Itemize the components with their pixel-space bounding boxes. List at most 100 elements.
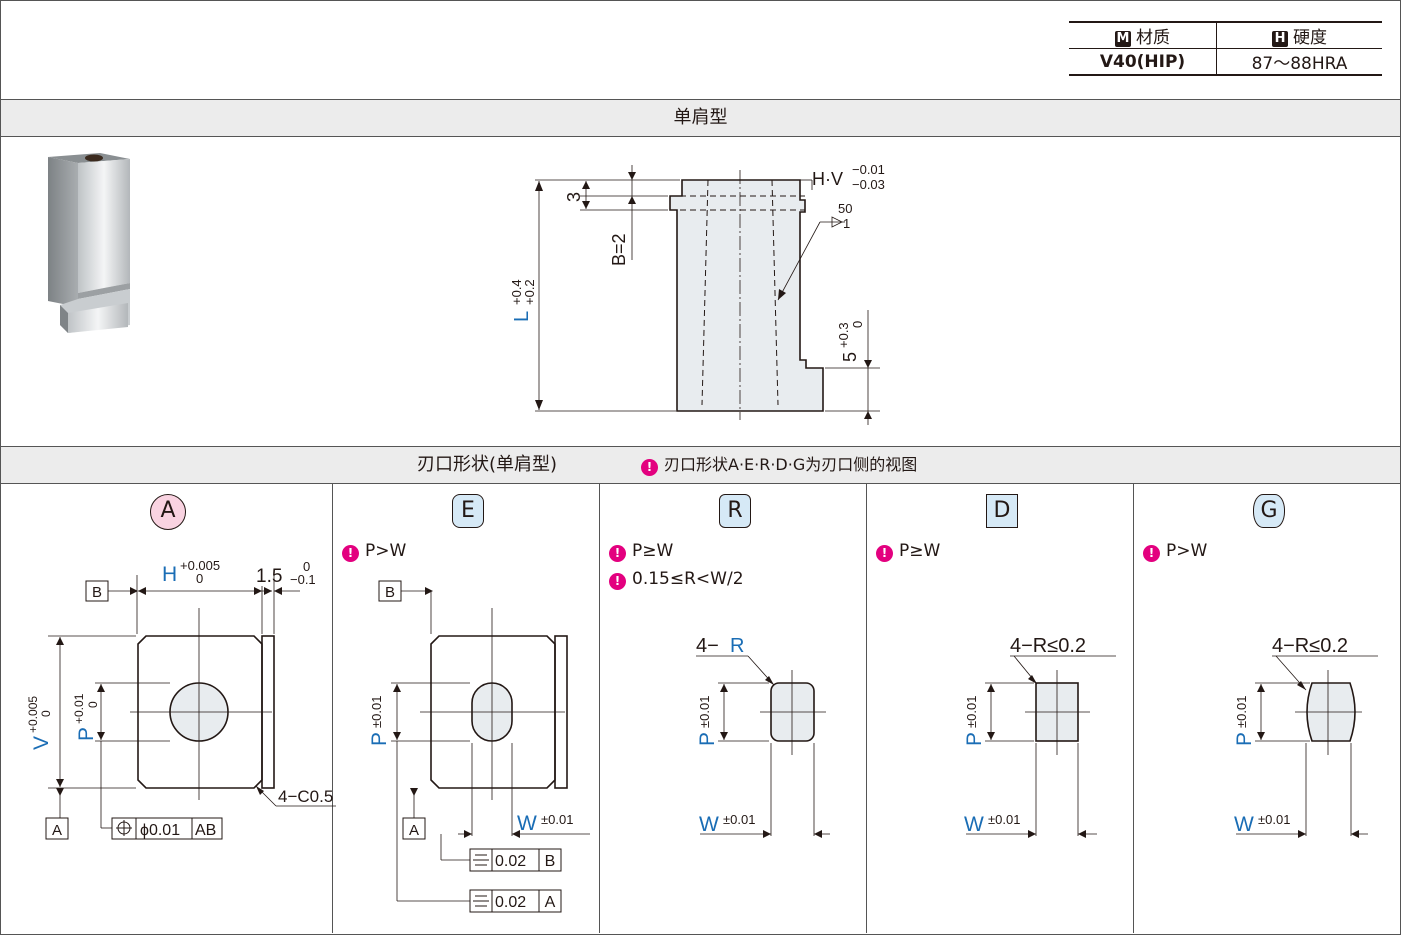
column-divider	[599, 483, 600, 933]
condition-text: 0.15≤R<W/2	[632, 569, 744, 589]
l-tol-upper: +0.4	[509, 279, 524, 305]
taper-top: 50	[838, 201, 852, 216]
p-label: P	[368, 732, 391, 746]
shape-g-drawing: 4−R≤0.2 P ±0.01 W ±0.01	[1233, 635, 1378, 838]
position-ref: AB	[195, 822, 216, 839]
hardness-badge: H	[1272, 31, 1289, 47]
w-label: W	[1234, 813, 1254, 836]
w-label: W	[699, 813, 719, 836]
datum-a: A	[409, 822, 419, 839]
shoulder-tol-upper: +0.3	[836, 322, 851, 348]
shape-e-drawing: B A 0.02 B 0.02 A P ±0.01 W ±0.01	[368, 580, 590, 913]
hidden-lines	[670, 179, 805, 406]
shape-r-drawing: 4− R P ±0.01 W ±0.01	[696, 635, 830, 838]
w-label: W	[964, 813, 984, 836]
radius-label: 4−R≤0.2	[1010, 635, 1086, 657]
material-badge: M	[1115, 31, 1132, 47]
condition-r2: ! 0.15≤R<W/2	[609, 569, 744, 590]
p-label: P	[75, 727, 98, 741]
w-tol: ±0.01	[1258, 812, 1290, 827]
section2-title: 刃口形状(单肩型)	[417, 454, 558, 475]
condition-r1: ! P≥W	[609, 541, 673, 562]
material-header: 材质	[1136, 28, 1171, 48]
w15-tol-lower: −0.1	[290, 572, 316, 587]
taper-symbol	[831, 216, 843, 228]
dim-3: 3	[564, 192, 584, 202]
symmetry-icon	[473, 854, 489, 866]
w-tol: ±0.01	[988, 812, 1020, 827]
material-value: V40(HIP)	[1069, 48, 1217, 76]
h-tol-upper: +0.005	[180, 558, 220, 573]
p-label: P	[696, 732, 719, 746]
section-header-single-shoulder: 单肩型	[1, 99, 1400, 137]
sym2-value: 0.02	[495, 894, 526, 911]
column-divider	[1133, 483, 1134, 933]
alert-icon: !	[609, 573, 626, 590]
hardness-header: 硬度	[1293, 28, 1328, 48]
p-tol-upper: +0.01	[72, 693, 86, 724]
alert-icon: !	[342, 545, 359, 562]
b-label: B=2	[609, 233, 629, 266]
alert-icon: !	[609, 545, 626, 562]
position-tol: ϕ0.01	[140, 822, 180, 839]
shape-badge-e: E	[452, 494, 484, 528]
w-tol: ±0.01	[723, 812, 755, 827]
l-tol-lower: +0.2	[522, 279, 537, 305]
datum-b: B	[92, 584, 102, 601]
sym1-ref: B	[545, 853, 556, 870]
v-label: V	[30, 736, 53, 750]
chamfer-label: 4−C0.5	[278, 787, 333, 806]
shape-badge-r: R	[719, 494, 751, 528]
p-tol: ±0.01	[964, 696, 979, 728]
shoulder-label: 5	[840, 352, 860, 362]
condition-text: P>W	[365, 541, 407, 561]
l-label: L	[511, 311, 533, 322]
sym1-value: 0.02	[495, 853, 526, 870]
w-label: W	[517, 812, 537, 835]
condition-g: !P>W	[1143, 541, 1207, 562]
radius-label: 4−R≤0.2	[1272, 635, 1348, 657]
alert-icon: !	[876, 545, 893, 562]
p-tol-lower: 0	[86, 701, 100, 708]
shoulder-tol-lower: 0	[850, 321, 865, 328]
datum-b: B	[385, 584, 395, 601]
w15-tol-upper: 0	[303, 559, 310, 574]
condition-text: P≥W	[899, 541, 941, 561]
h-tol-lower: 0	[196, 571, 203, 586]
hardness-value: 87～88HRA	[1216, 48, 1382, 76]
product-photo	[48, 153, 130, 333]
arrow-heads	[535, 172, 872, 419]
radius-prefix: 4−	[696, 635, 719, 657]
p-label: P	[1233, 732, 1256, 746]
v-tol-upper: +0.005	[26, 696, 40, 733]
sym2-ref: A	[545, 894, 556, 911]
taper-bottom: 1	[843, 216, 850, 231]
p-tol: ±0.01	[369, 696, 384, 728]
column-divider	[866, 483, 867, 933]
column-divider	[332, 483, 333, 933]
radius-r: R	[730, 635, 744, 657]
p-tol: ±0.01	[1234, 696, 1249, 728]
datum-a: A	[52, 822, 62, 839]
condition-text: P≥W	[632, 541, 674, 561]
h-label: H	[162, 563, 177, 586]
alert-icon: !	[641, 459, 658, 476]
condition-text: P>W	[1166, 541, 1208, 561]
section2-note: !刃口形状A·E·R·D·G为刃口侧的视图	[641, 447, 917, 483]
v-tol-lower: 0	[39, 710, 53, 717]
w-tol: ±0.01	[541, 812, 573, 827]
section-title: 单肩型	[673, 107, 728, 128]
shape-d-drawing: 4−R≤0.2 P ±0.01 W ±0.01	[963, 635, 1116, 838]
w15-label: 1.5	[256, 566, 282, 587]
shape-badge-d: D	[986, 494, 1018, 528]
hv-tol-upper: −0.01	[852, 162, 885, 177]
symmetry-icon	[473, 895, 489, 907]
shape-a-drawing: B A ϕ0.01 AB H +0.005 0 1.5 0 −0.1 V +0.…	[26, 558, 336, 840]
hv-label: H·V	[812, 169, 843, 189]
condition-e: ! P>W	[342, 541, 406, 562]
